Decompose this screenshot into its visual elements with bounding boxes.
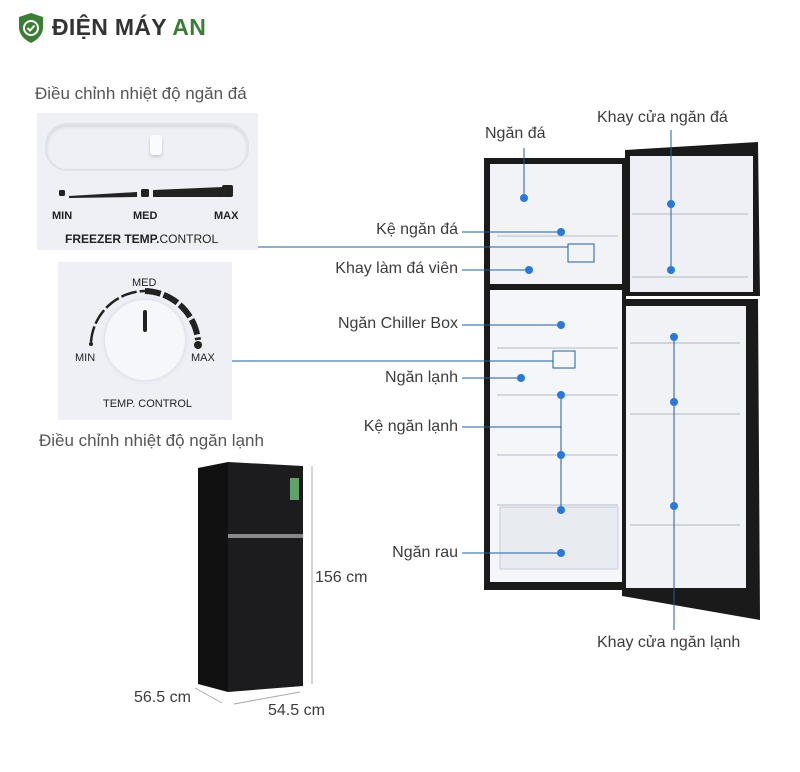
label-freezer: Ngăn đá (485, 125, 546, 142)
label-chiller-box: Ngăn Chiller Box (337, 315, 458, 332)
closed-fridge-image (198, 462, 303, 692)
label-crisper: Ngăn rau (392, 544, 458, 561)
label-fridge-door-tray: Khay cửa ngăn lạnh (597, 634, 741, 651)
width-dimension: 54.5 cm (268, 702, 325, 719)
dial-min-label: MIN (75, 352, 96, 364)
freezer-scale-icon (59, 185, 233, 198)
depth-dimension: 56.5 cm (134, 689, 191, 706)
freezer-med-label: MED (133, 210, 158, 222)
label-freezer-shelf: Kệ ngăn đá (376, 221, 458, 238)
brand-name: ĐIỆN MÁY (52, 14, 167, 40)
label-ice-tray: Khay làm đá viên (335, 260, 458, 277)
label-fridge-shelf: Kệ ngăn lạnh (363, 418, 458, 435)
freezer-temp-panel: MIN MED MAX FREEZER TEMP.CONTROL (37, 113, 258, 250)
dial-max-label: MAX (191, 352, 215, 364)
freezer-title-light: CONTROL (159, 232, 219, 246)
brand-logo: ĐIỆN MÁY AN (52, 14, 206, 41)
freezer-title-bold: FREEZER TEMP. (65, 232, 160, 246)
dial-scale-icon (89, 288, 202, 349)
label-fridge: Ngăn lạnh (385, 369, 458, 386)
shield-check-icon (17, 12, 45, 44)
freezer-control-caption: Điều chỉnh nhiệt độ ngăn đá (35, 84, 247, 103)
freezer-min-label: MIN (52, 210, 73, 222)
freezer-panel-title: FREEZER TEMP.CONTROL (65, 232, 218, 246)
brand-accent: AN (172, 14, 207, 40)
fridge-control-caption: Điều chỉnh nhiệt độ ngăn lạnh (39, 431, 264, 450)
fridge-temp-panel: MED MIN MAX TEMP. CONTROL (58, 262, 232, 420)
dial-panel-title: TEMP. CONTROL (103, 398, 193, 410)
freezer-max-label: MAX (214, 210, 239, 222)
open-fridge-image (484, 142, 760, 620)
freezer-slider-track (45, 123, 249, 171)
label-freezer-door-tray: Khay cửa ngăn đá (597, 109, 728, 126)
part-markers (517, 194, 678, 557)
height-dimension: 156 cm (315, 569, 368, 586)
dimension-lines (194, 466, 313, 705)
freezer-slider-knob (150, 135, 162, 155)
dial-med-label: MED (132, 277, 157, 289)
